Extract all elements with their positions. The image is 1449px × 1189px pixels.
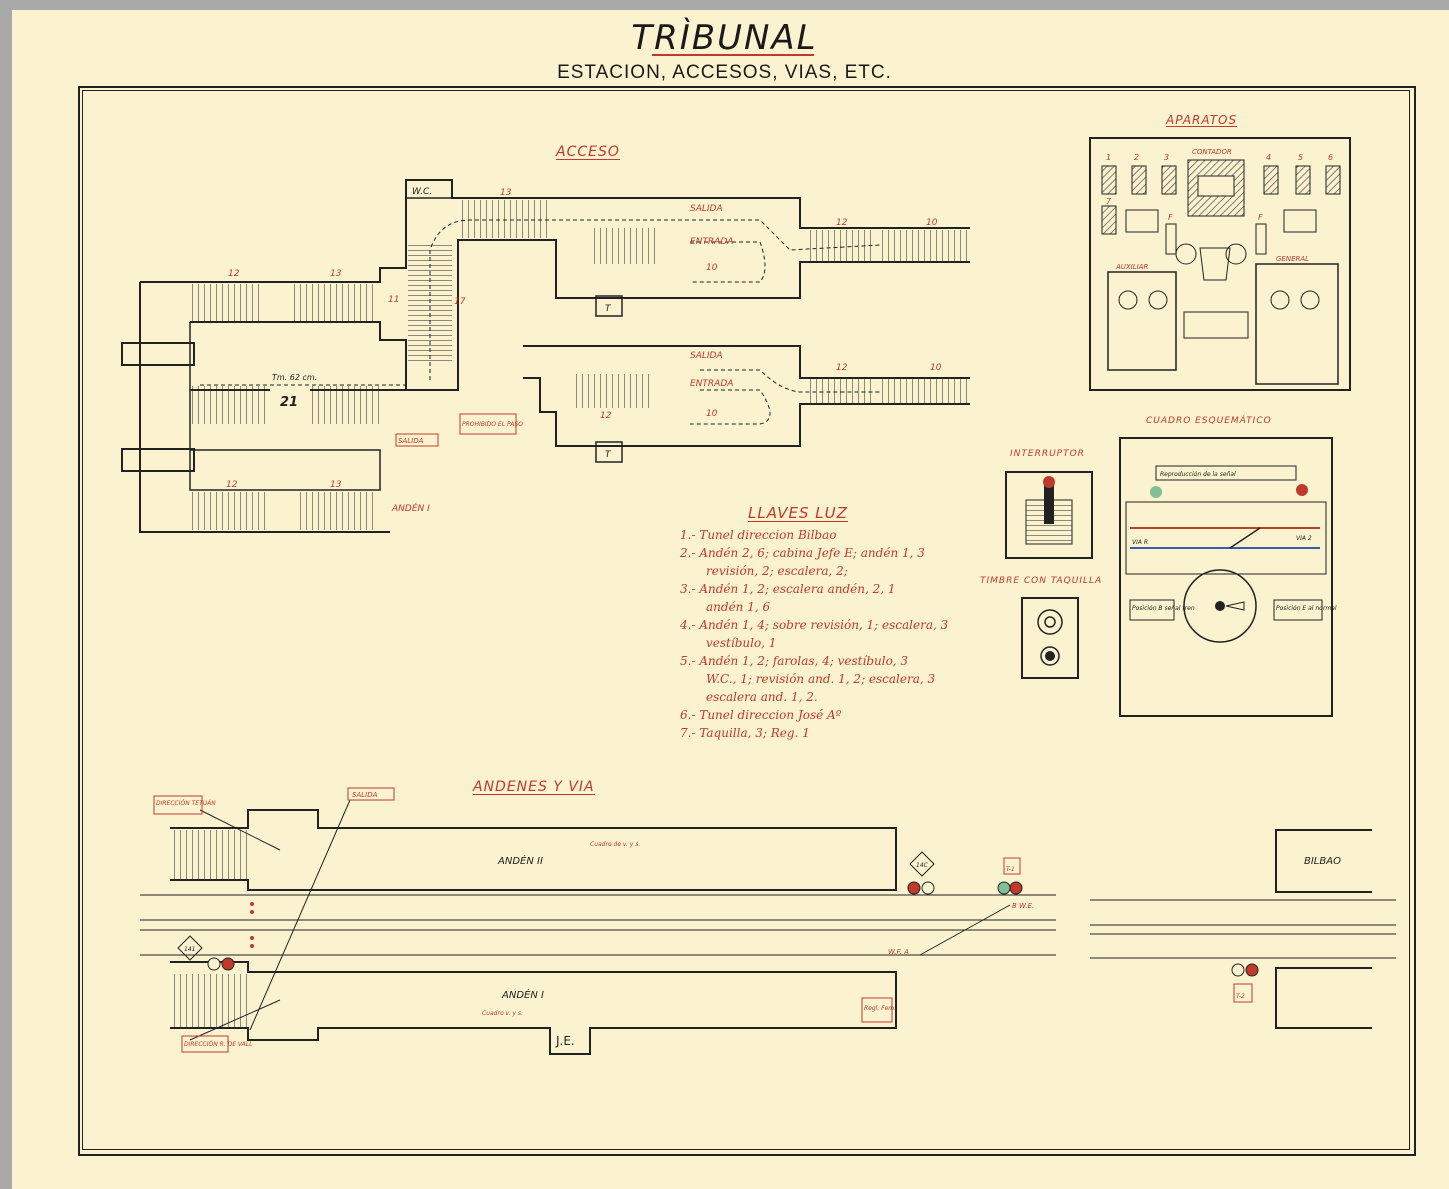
measure-label: Tm. 62 cm.: [272, 373, 317, 382]
stair-number: 12: [836, 363, 848, 373]
stair-number: 10: [930, 363, 942, 373]
stair-number: 13: [500, 188, 512, 198]
t2-label: T-2: [1236, 993, 1245, 1000]
cuadro-heading: CUADRO ESQUEMÁTICO: [1146, 416, 1272, 426]
direction-label: DIRECCIÓN R. DE VALL: [184, 1041, 252, 1048]
llaves-item: 2.- Andén 2, 6; cabina Jefe E; andén 1, …: [679, 546, 925, 560]
aparato-number: 6: [1328, 153, 1333, 162]
track-label: W.F. A: [888, 948, 909, 956]
acceso-boxes: [395, 413, 517, 447]
contador-label: CONTADOR: [1192, 148, 1232, 156]
cuadro-label: Cuadro de v. y s.: [590, 841, 640, 848]
andenes-signals: [153, 787, 1259, 1053]
signal-tag: 14C: [916, 862, 929, 869]
andenes-heading: ANDENES Y VIA: [473, 779, 595, 795]
signal-tag: 141: [184, 946, 195, 953]
interruptor-box: [1005, 471, 1093, 559]
cuadro-esquematico: Reproducción de la señal VIA R VIA 2 Pos…: [1119, 437, 1337, 717]
signal-box-label: Reproducción de la señal: [1160, 471, 1236, 478]
auxiliar-label: AUXILIAR: [1115, 263, 1149, 271]
t1-label: T-1: [1006, 866, 1015, 873]
llaves-item: 7.- Taquilla, 3; Reg. 1: [680, 726, 810, 740]
stair-number: 10: [706, 263, 718, 273]
position-label: Posición E al normal: [1276, 605, 1337, 612]
t-label: T: [605, 450, 612, 460]
acceso-stairs: [192, 200, 968, 530]
llaves-item: vestíbulo, 1: [706, 636, 776, 650]
page-title: TRÌBUNAL: [631, 18, 818, 58]
aparato-number: 2: [1134, 153, 1139, 162]
stair-number: 13: [330, 480, 342, 490]
anden-label: ANDÉN I: [391, 502, 430, 514]
stair-number: 12: [226, 480, 238, 490]
direction-label: DIRECCIÓN TETUÁN: [156, 800, 216, 807]
fuse-label: F: [1258, 213, 1263, 222]
llaves-item: 5.- Andén 1, 2; farolas, 4; vestíbulo, 3: [680, 654, 908, 668]
via-label: VIA 2: [1296, 535, 1312, 542]
aparatos-heading: APARATOS: [1166, 113, 1238, 127]
stair-number: 21: [280, 395, 298, 410]
track-label: B W.E.: [1012, 902, 1034, 910]
stair-number: 12: [228, 269, 240, 279]
bilbao-label: BILBAO: [1304, 856, 1341, 867]
interruptor-heading: INTERRUPTOR: [1010, 449, 1085, 459]
aparato-number: 4: [1266, 153, 1271, 162]
title-underline: [652, 54, 814, 56]
salida-label: SALIDA: [690, 204, 723, 214]
je-label: J.E.: [555, 1034, 575, 1048]
stair-number: 12: [836, 218, 848, 228]
llaves-list: 1.- Tunel direccion Bilbao 2.- Andén 2, …: [679, 528, 949, 740]
via-label: VIA R: [1132, 539, 1148, 546]
stair-number: 10: [926, 218, 938, 228]
anden2-label: ANDÉN II: [497, 854, 543, 867]
aparato-number: 5: [1298, 153, 1303, 162]
prohibido-label: PROHIBIDO EL PASO: [462, 421, 523, 428]
timbre-heading: TIMBRE CON TAQUILLA: [980, 576, 1103, 586]
llaves-item: andén 1, 6: [706, 600, 770, 614]
llaves-item: 1.- Tunel direccion Bilbao: [680, 528, 837, 542]
general-label: GENERAL: [1276, 255, 1309, 263]
llaves-heading: LLAVES LUZ: [748, 504, 848, 522]
acceso-heading: ACCESO: [556, 144, 620, 160]
aparato-number: 7: [1106, 197, 1112, 206]
llaves-item: 3.- Andén 1, 2; escalera andén, 2, 1: [680, 582, 896, 596]
llaves-item: escalera and. 1, 2.: [706, 690, 818, 704]
drawing-frame: [78, 86, 1416, 1156]
aparato-number: 3: [1164, 153, 1169, 162]
reg-label: Regl. Fem.: [864, 1005, 896, 1012]
wc-label: W.C.: [412, 187, 432, 197]
stair-number: 10: [706, 409, 718, 419]
llaves-item: W.C., 1; revisión and. 1, 2; escalera, 3: [706, 672, 936, 686]
llaves-item: 4.- Andén 1, 4; sobre revisión, 1; escal…: [679, 618, 949, 632]
entrada-label: ENTRADA: [690, 379, 733, 389]
stair-number: 17: [454, 297, 466, 307]
llaves-item: revisión, 2; escalera, 2;: [706, 564, 848, 578]
page-subtitle: ESTACION, ACCESOS, VIAS, ETC.: [557, 62, 892, 83]
salida-label: SALIDA: [690, 351, 723, 361]
aparato-number: 1: [1106, 153, 1111, 162]
t-label: T: [605, 304, 612, 314]
fuse-label: F: [1168, 213, 1173, 222]
position-label: Posición B señal tren: [1132, 605, 1195, 612]
stair-number: 11: [388, 295, 399, 305]
stair-number: 12: [600, 411, 612, 421]
entrada-label: ENTRADA: [690, 237, 733, 247]
acceso-flow-lines: [200, 219, 881, 425]
anden1-label: ANDÉN I: [501, 988, 544, 1001]
andenes-plan: [140, 799, 1396, 1055]
timbre-box: [1021, 597, 1079, 679]
salida-label: SALIDA: [352, 791, 378, 799]
drawing-frame-inner: [82, 90, 1410, 1150]
salida-box-label: SALIDA: [398, 437, 424, 445]
cuadro-label: Cuadro v. y s.: [482, 1010, 523, 1017]
aparatos-panel: 1 2 3 4 5 6 7 F F CONTADOR AUXILIAR GENE…: [1089, 137, 1351, 391]
stair-number: 13: [330, 269, 342, 279]
llaves-item: 6.- Tunel direccion José Aº: [680, 708, 842, 722]
